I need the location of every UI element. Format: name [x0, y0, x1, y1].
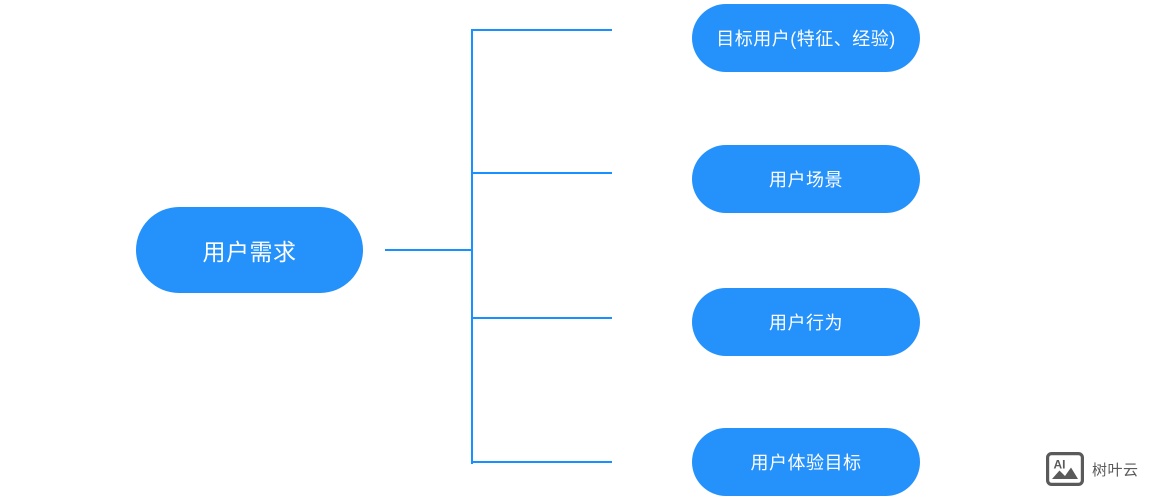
connector-trunk: [471, 29, 473, 464]
mindmap-root-node-label: 用户需求: [202, 239, 297, 265]
connector-branch-4: [471, 461, 612, 463]
mindmap-root-node[interactable]: 用户需求: [136, 207, 363, 293]
svg-text:AI: AI: [1054, 458, 1066, 472]
connector-branch-3: [471, 317, 612, 319]
watermark-text: 树叶云: [1092, 461, 1139, 479]
mindmap-child-node-3-label: 用户行为: [769, 313, 843, 333]
connector-branch-2: [471, 172, 612, 174]
mindmap-child-node-2-label: 用户场景: [769, 170, 843, 190]
ai-image-icon: AI: [1046, 452, 1084, 486]
mindmap-child-node-2[interactable]: 用户场景: [692, 145, 920, 213]
connector-branch-1: [471, 29, 612, 31]
connector-root-stub: [385, 249, 473, 251]
mindmap-child-node-1-label: 目标用户(特征、经验): [716, 29, 896, 49]
watermark: AI 树叶云: [1046, 452, 1139, 486]
mindmap-child-node-1[interactable]: 目标用户(特征、经验): [692, 4, 920, 72]
mindmap-child-node-4-label: 用户体验目标: [750, 453, 862, 473]
mindmap-child-node-3[interactable]: 用户行为: [692, 288, 920, 356]
mindmap-child-node-4[interactable]: 用户体验目标: [692, 428, 920, 496]
